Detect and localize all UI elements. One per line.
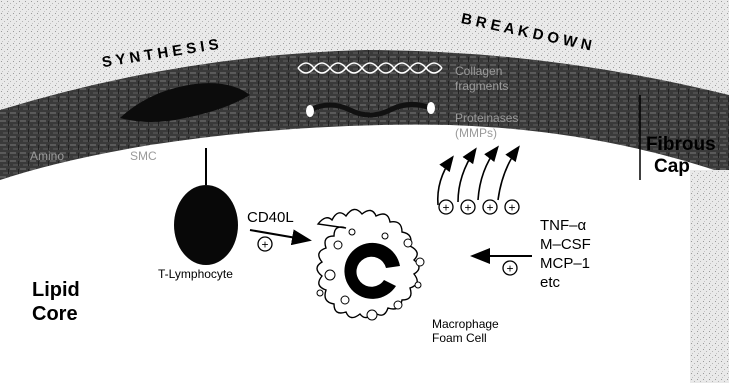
plus-circle-cd40l: + — [258, 237, 272, 252]
svg-text:+: + — [508, 201, 515, 215]
proteinases-label-2: (MMPs) — [455, 126, 497, 140]
collagen-fragments-label-2: fragments — [455, 79, 508, 93]
fibrous-cap-label-2: Cap — [654, 156, 690, 177]
macrophage-label-1: Macrophage — [432, 317, 499, 331]
cytokine-mcsf: M–CSF — [540, 236, 591, 253]
macrophage-foam-cell — [317, 209, 424, 320]
fibrous-cap-label-1: Fibrous — [646, 134, 716, 155]
cytokine-tnf: TNF–α — [540, 217, 587, 234]
strand-end-right — [427, 102, 435, 114]
vessel-wall-right — [690, 170, 729, 383]
t-lymphocyte-label: T-Lymphocyte — [158, 267, 233, 281]
cytokine-mcp1: MCP–1 — [540, 255, 590, 272]
plus-circle-cytokine: + — [503, 261, 517, 276]
cd40l-label: CD40L — [247, 209, 294, 226]
cytokine-etc: etc — [540, 274, 561, 291]
collagen-fragments-label-1: Collagen — [455, 64, 502, 78]
strand-end-left — [306, 105, 314, 117]
svg-text:+: + — [442, 201, 449, 215]
svg-text:+: + — [506, 262, 513, 276]
svg-text:+: + — [486, 201, 493, 215]
svg-text:+: + — [464, 201, 471, 215]
proteinases-label-1: Proteinases — [455, 111, 518, 125]
cd40l-arrow — [250, 230, 308, 240]
smc-label: SMC — [130, 149, 157, 163]
t-lymphocyte-cell — [174, 185, 238, 265]
amino-acids-label: Amino — [30, 149, 64, 163]
svg-text:+: + — [261, 238, 268, 252]
lipid-core-label-1: Lipid — [32, 279, 80, 301]
proteinase-arrows — [438, 148, 518, 205]
lipid-core-label-2: Core — [32, 303, 78, 325]
macrophage-label-2: Foam Cell — [432, 331, 487, 345]
plus-circles-proteinase: + + + + — [439, 200, 519, 215]
